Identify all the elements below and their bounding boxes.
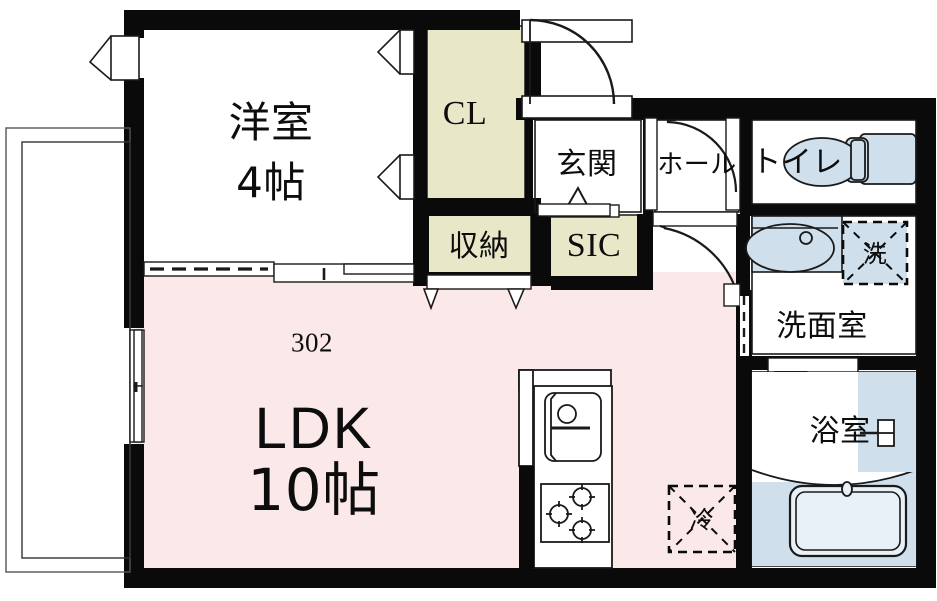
fridge-label: 冷 [689, 506, 715, 534]
storage-doors [422, 274, 532, 311]
bedroom-size-label: 4帖 [236, 158, 306, 207]
kitchen [518, 369, 613, 569]
ldk-window-left [129, 329, 145, 443]
bathroom-unit [751, 372, 917, 566]
bathroom-label: 浴室 [809, 414, 871, 449]
toilet-label: トイレ [751, 145, 843, 180]
closet-label: CL [442, 95, 488, 132]
bedroom-sliding-doors [143, 261, 415, 283]
entrance-door [521, 18, 633, 119]
bedroom-window-left [88, 35, 140, 81]
unit-number-label: 302 [291, 327, 333, 358]
ldk-floor-fill [136, 272, 750, 588]
toilet-fixture [783, 133, 917, 187]
ldk-size-label: 10帖 [247, 456, 381, 524]
washer-space [841, 220, 909, 286]
washroom-label: 洗面室 [776, 309, 868, 344]
hall-door [644, 117, 741, 211]
fridge-space [667, 484, 737, 554]
sic-label: SIC [566, 227, 622, 264]
washer-label: 洗 [862, 240, 888, 268]
cl-folding-doors [376, 29, 415, 200]
balcony [5, 127, 131, 573]
ldk-hall-door [652, 211, 741, 307]
entrance-label: 玄関 [556, 147, 618, 182]
storage-label: 収納 [448, 229, 510, 264]
hall-label: ホール [657, 150, 737, 180]
washroom-door [740, 296, 749, 356]
vanity-sink [745, 215, 843, 273]
bedroom-name-label: 洋室 [228, 98, 314, 147]
closet-fills [426, 25, 640, 278]
bedroom-floor-fill [136, 20, 432, 272]
genkan-step [537, 185, 611, 217]
ldk-name-label: LDK [254, 396, 374, 461]
